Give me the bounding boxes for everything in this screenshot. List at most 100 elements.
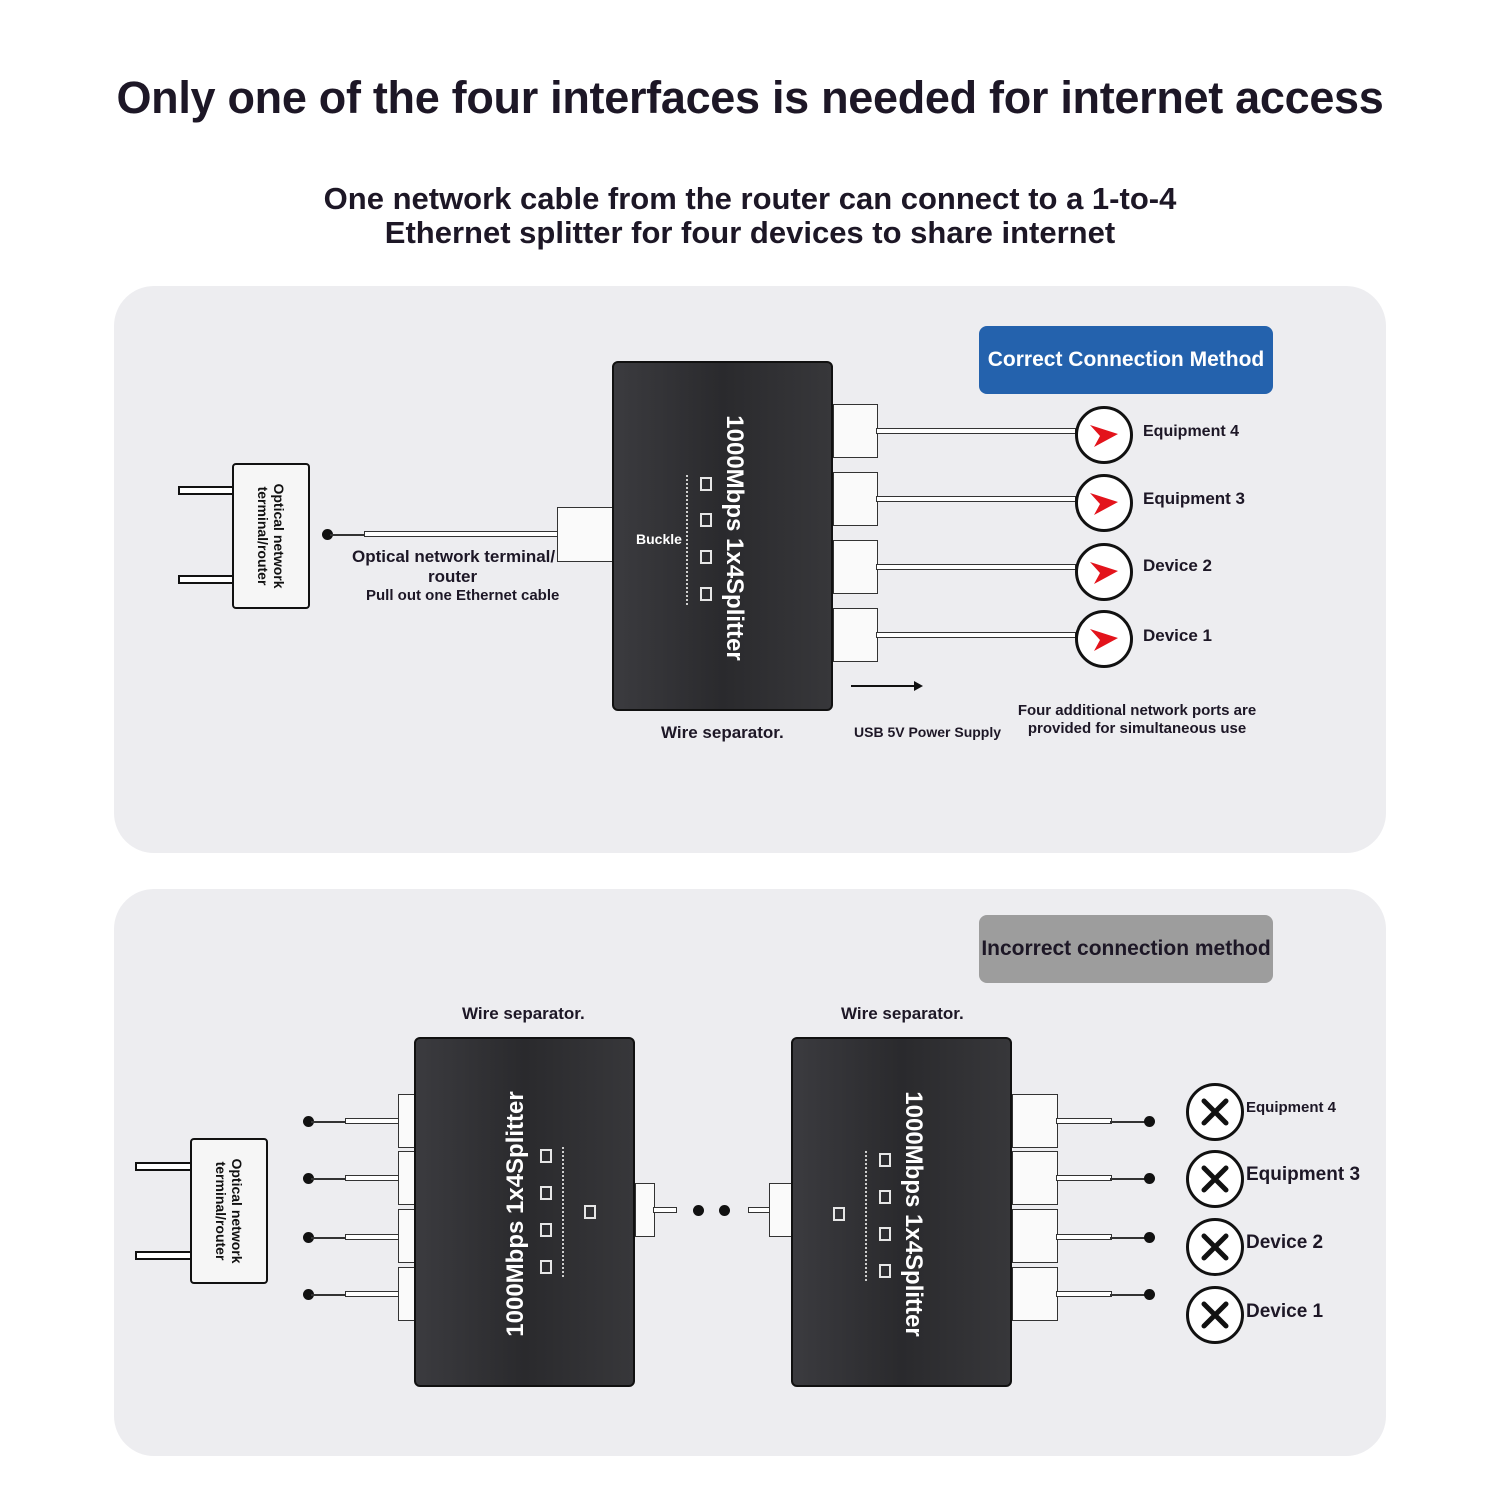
port-indicator-icon	[700, 587, 712, 601]
router-prong-bottom	[178, 575, 238, 584]
port-indicator-icon	[584, 1205, 596, 1219]
output-cable-4	[876, 428, 1076, 434]
output-cable	[1056, 1175, 1112, 1181]
cable-node	[322, 529, 333, 540]
port-indicator-icon	[700, 477, 712, 491]
cable-node	[1144, 1289, 1155, 1300]
check-mark-icon	[1075, 610, 1133, 668]
cable-label-2: router	[428, 567, 478, 586]
cable-lead	[311, 1237, 347, 1239]
port-indicator-icon	[879, 1153, 891, 1167]
ports-note-1: Four additional network ports are	[1017, 702, 1257, 719]
port-indicator-icon	[833, 1207, 845, 1221]
check-mark-icon	[1075, 543, 1133, 601]
router-device: Optical network terminal/router	[190, 1138, 268, 1284]
check-mark-icon	[1075, 474, 1133, 532]
port-indicator-icon	[879, 1190, 891, 1204]
input-cable	[345, 1175, 401, 1181]
incorrect-method-badge: Incorrect connection method	[979, 915, 1273, 983]
cable-node	[1144, 1173, 1155, 1184]
cable-node	[1144, 1232, 1155, 1243]
output-cable	[1056, 1234, 1112, 1240]
cross-mark-icon	[1186, 1286, 1244, 1344]
page-title: Only one of the four interfaces is neede…	[116, 72, 1384, 123]
cross-mark-icon	[1186, 1150, 1244, 1208]
cross-mark-icon	[1186, 1218, 1244, 1276]
output-port-2	[833, 540, 878, 594]
device-label: Device 2	[1246, 1232, 1324, 1253]
right-splitter-caption: Wire separator.	[841, 1004, 964, 1023]
output-cable	[1056, 1118, 1112, 1124]
splitter-box: 1000Mbps 1x4Splitter Buckle	[612, 361, 833, 711]
buckle-label: Buckle	[636, 531, 682, 547]
device-label: Equipment 3	[1143, 489, 1246, 508]
input-cable	[345, 1291, 401, 1297]
incorrect-method-panel	[114, 889, 1386, 1456]
cross-mark-icon	[1186, 1083, 1244, 1141]
right-splitter-port	[1012, 1209, 1058, 1263]
device-label: Equipment 3	[1246, 1164, 1361, 1185]
right-splitter-box: 1000Mbps 1x4Splitter	[791, 1037, 1012, 1387]
right-splitter-port	[1012, 1094, 1058, 1148]
splitter-model-text: 1000Mbps 1x4Splitter	[900, 1091, 927, 1337]
right-splitter-input-port	[769, 1183, 792, 1237]
cable-lead	[1110, 1294, 1146, 1296]
cable-lead	[1110, 1178, 1146, 1180]
output-cable-2	[876, 564, 1076, 570]
cable-label-3: Pull out one Ethernet cable	[366, 587, 560, 604]
cable-node	[303, 1289, 314, 1300]
left-splitter-box: 1000Mbps 1x4Splitter	[414, 1037, 635, 1387]
splitter-caption: Wire separator.	[661, 723, 784, 742]
link-node	[719, 1205, 730, 1216]
splitter-model-text: 1000Mbps 1x4Splitter	[721, 415, 748, 661]
output-port-1	[833, 608, 878, 662]
cable-node	[1144, 1116, 1155, 1127]
router-label: Optical network terminal/router	[213, 1158, 245, 1264]
usb-power-label: USB 5V Power Supply	[854, 724, 1002, 740]
port-indicator-icon	[700, 550, 712, 564]
cable-label-1: Optical network terminal/	[352, 547, 556, 566]
port-indicator-icon	[700, 513, 712, 527]
output-port-4	[833, 404, 878, 458]
router-label: Optical network terminal/router	[255, 483, 287, 589]
cable-lead	[311, 1178, 347, 1180]
correct-method-badge: Correct Connection Method	[979, 326, 1273, 394]
left-splitter-output-port	[635, 1183, 655, 1237]
link-cable	[653, 1207, 677, 1213]
port-indicator-icon	[540, 1260, 552, 1274]
link-node	[693, 1205, 704, 1216]
cable-lead	[311, 1121, 347, 1123]
port-indicator-line	[562, 1147, 564, 1277]
left-splitter-caption: Wire separator.	[462, 1004, 585, 1023]
output-cable-3	[876, 496, 1076, 502]
input-port-plug	[557, 507, 613, 562]
port-indicator-icon	[879, 1264, 891, 1278]
port-indicator-icon	[540, 1186, 552, 1200]
device-label: Device 1	[1143, 626, 1212, 645]
router-prong-top	[178, 486, 238, 495]
device-label: Device 1	[1246, 1301, 1324, 1322]
ports-note-2: provided for simultaneous use	[1027, 720, 1247, 737]
router-device: Optical network terminal/router	[232, 463, 310, 609]
input-cable	[364, 531, 560, 537]
port-indicator-line	[865, 1151, 867, 1281]
input-cable	[345, 1234, 401, 1240]
usb-arrow-line	[851, 685, 917, 687]
cable-node	[303, 1116, 314, 1127]
cable-lead	[311, 1294, 347, 1296]
output-port-3	[833, 472, 878, 526]
cable-lead	[1110, 1121, 1146, 1123]
splitter-model-text: 1000Mbps 1x4Splitter	[502, 1091, 529, 1337]
port-indicator-icon	[540, 1223, 552, 1237]
cable-node	[303, 1173, 314, 1184]
right-splitter-port	[1012, 1267, 1058, 1321]
cable-lead	[330, 534, 370, 536]
check-mark-icon	[1075, 406, 1133, 464]
port-indicator-icon	[540, 1149, 552, 1163]
input-cable	[345, 1118, 401, 1124]
port-indicator-line	[686, 475, 688, 605]
cable-lead	[1110, 1237, 1146, 1239]
cable-node	[303, 1232, 314, 1243]
output-cable	[1056, 1291, 1112, 1297]
router-prong-top	[135, 1162, 195, 1171]
